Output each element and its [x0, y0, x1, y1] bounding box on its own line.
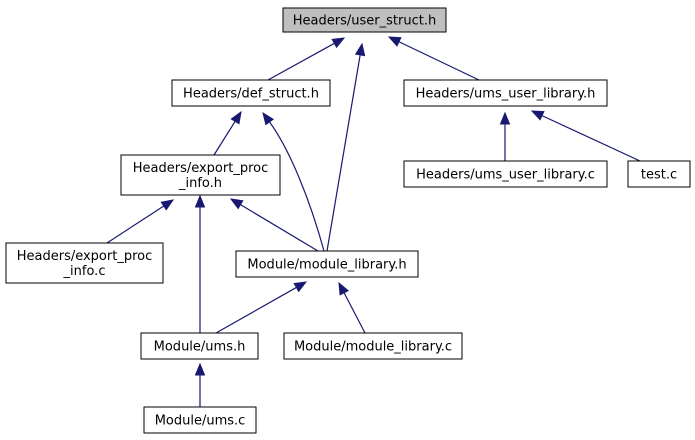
edge-def_struct_h-to-user_struct_h — [267, 37, 346, 81]
arrowhead — [262, 111, 275, 126]
node-label: Headers/export_proc_info.c — [17, 249, 153, 279]
node-module-library-h[interactable]: Module/module_library.h — [235, 250, 419, 278]
node-export-proc-info-h[interactable]: Headers/export_proc_info.h — [120, 154, 281, 196]
node-label: Headers/def_struct.h — [183, 87, 319, 102]
node-box — [282, 7, 447, 33]
node-label-line: Module/ums.h — [154, 340, 246, 355]
arrowhead — [194, 362, 206, 376]
node-label-line: Module/ums.c — [155, 414, 246, 429]
node-label: test.c — [641, 168, 677, 183]
arrowhead — [499, 111, 511, 125]
edge-line — [106, 205, 165, 244]
node-ums-user-library-c[interactable]: Headers/ums_user_library.c — [403, 160, 608, 188]
node-label: Headers/export_proc_info.h — [133, 161, 269, 191]
edge-line — [213, 120, 236, 156]
node-label-line: Headers/export_proc — [17, 249, 153, 264]
node-label-line: _info.h — [178, 176, 222, 191]
edge-line — [240, 204, 319, 252]
edge-module_library_h-to-export_proc_info_h — [229, 198, 319, 252]
arrowhead — [229, 198, 244, 210]
node-label-line: Headers/ums_user_library.h — [416, 87, 596, 102]
arrowhead — [331, 37, 346, 49]
node-label-line: Headers/export_proc — [133, 161, 269, 176]
edge-line — [215, 286, 297, 334]
node-box — [235, 250, 419, 278]
node-label-line: Headers/def_struct.h — [183, 87, 319, 102]
nodes-layer: Headers/user_struct.hHeaders/def_struct.… — [5, 7, 691, 434]
edge-ums_c-to-ums_h — [194, 362, 206, 407]
edge-line — [268, 121, 325, 252]
node-label: Module/module_library.h — [247, 258, 406, 273]
node-label: Headers/user_struct.h — [293, 14, 436, 29]
edge-module_library_h-to-user_struct_h — [326, 42, 366, 252]
node-label: Headers/ums_user_library.c — [416, 168, 595, 183]
node-ums-c[interactable]: Module/ums.c — [143, 406, 257, 434]
node-ums-h[interactable]: Module/ums.h — [140, 332, 259, 360]
edge-ums_user_library_c-to-ums_user_library_h — [499, 111, 511, 161]
node-box — [283, 332, 463, 360]
edge-ums_user_library_h-to-user_struct_h — [387, 36, 480, 81]
edge-ums_h-to-module_library_h — [215, 281, 308, 334]
node-def-struct-h[interactable]: Headers/def_struct.h — [171, 79, 331, 107]
edge-line — [398, 41, 480, 81]
node-label-line: Headers/ums_user_library.c — [416, 168, 595, 183]
arrowhead — [387, 36, 402, 47]
edge-export_proc_info_c-to-export_proc_info_h — [106, 199, 175, 244]
node-label: Module/ums.c — [155, 414, 246, 429]
arrowhead — [293, 281, 308, 293]
arrowhead — [354, 42, 366, 57]
arrowhead — [194, 194, 206, 208]
edge-export_proc_info_h-to-def_struct_h — [213, 110, 242, 156]
edge-line — [267, 42, 335, 81]
node-export-proc-info-c[interactable]: Headers/export_proc_info.c — [5, 242, 164, 284]
arrowhead — [338, 281, 349, 296]
edge-module_library_c-to-module_library_h — [338, 281, 366, 334]
edge-ums_h-to-export_proc_info_h — [194, 194, 206, 333]
node-test-c[interactable]: test.c — [627, 160, 691, 188]
node-label-line: test.c — [641, 168, 677, 183]
edge-module_library_h-to-def_struct_h — [262, 111, 325, 252]
node-box — [403, 79, 608, 107]
node-box — [403, 160, 608, 188]
arrowhead — [530, 110, 545, 121]
node-label: Module/module_library.c — [294, 340, 452, 355]
node-label-line: _info.c — [63, 264, 106, 279]
edges-layer — [106, 36, 641, 407]
node-ums-user-library-h[interactable]: Headers/ums_user_library.h — [403, 79, 608, 107]
node-box — [627, 160, 691, 188]
edge-line — [326, 54, 361, 252]
node-label: Module/ums.h — [154, 340, 246, 355]
node-box — [140, 332, 259, 360]
node-box — [120, 154, 281, 196]
node-module-library-c[interactable]: Module/module_library.c — [283, 332, 463, 360]
node-box — [143, 406, 257, 434]
node-user-struct-h[interactable]: Headers/user_struct.h — [282, 7, 447, 33]
node-label: Headers/ums_user_library.h — [416, 87, 596, 102]
arrowhead — [160, 199, 175, 211]
edge-test_c-to-ums_user_library_h — [530, 110, 641, 162]
node-label-line: Headers/user_struct.h — [293, 14, 436, 29]
arrowhead — [230, 110, 242, 125]
edge-line — [541, 115, 641, 162]
node-box — [171, 79, 331, 107]
node-label-line: Module/module_library.c — [294, 340, 452, 355]
edge-line — [343, 292, 366, 334]
node-label-line: Module/module_library.h — [247, 258, 406, 273]
node-box — [5, 242, 164, 284]
